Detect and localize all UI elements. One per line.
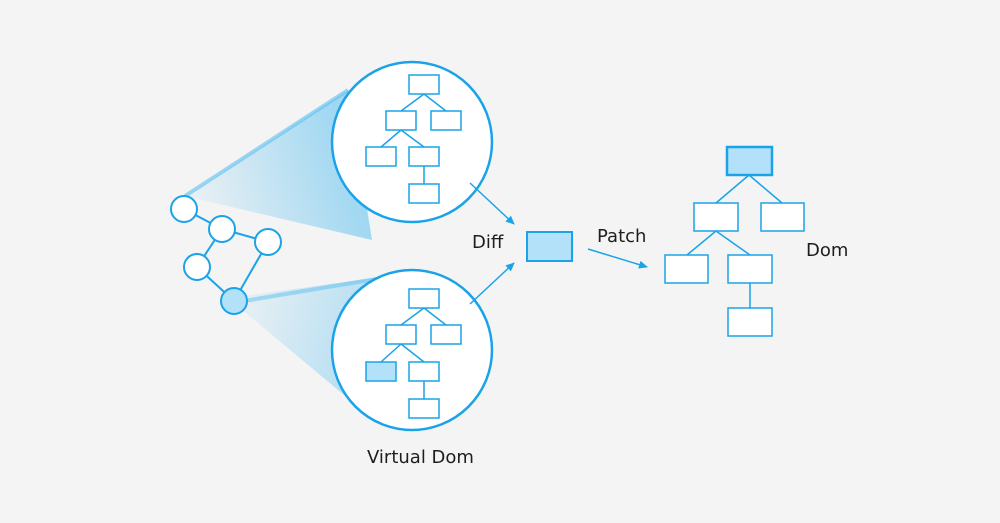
tree-node: [408, 398, 440, 419]
virtual-dom-label: Virtual Dom: [367, 447, 474, 468]
tree-node: [408, 74, 440, 95]
tree-node: [408, 288, 440, 309]
tree-node: [430, 324, 462, 345]
dom-node: [727, 307, 773, 337]
diff-label: Diff: [472, 232, 504, 253]
component-graph: [170, 195, 282, 315]
tree-node-changed: [365, 361, 397, 382]
cone-edge-top: [183, 88, 350, 198]
dom-node-patched: [725, 145, 774, 177]
real-dom-tree: [664, 145, 805, 337]
graph-node: [254, 228, 282, 256]
virtual-dom-tree-new: [330, 268, 494, 432]
dom-node: [727, 254, 773, 284]
tree-node: [408, 146, 440, 167]
graph-node-highlighted: [220, 287, 248, 315]
arrow-old-to-diff: [469, 182, 515, 225]
graph-node: [183, 253, 211, 281]
virtual-dom-tree-old: [330, 60, 494, 224]
graph-node: [170, 195, 198, 223]
projection-cone-top: [185, 90, 372, 240]
tree-node: [385, 324, 417, 345]
dom-node: [693, 202, 739, 232]
tree-node: [430, 110, 462, 131]
tree-lens-top: [330, 60, 494, 224]
patch-label: Patch: [597, 226, 647, 247]
tree-node: [365, 146, 397, 167]
tree-node: [408, 183, 440, 204]
tree-lens-bottom: [330, 268, 494, 432]
dom-node: [664, 254, 709, 284]
arrow-new-to-diff: [469, 262, 515, 305]
dom-node: [760, 202, 805, 232]
dom-label: Dom: [806, 240, 849, 261]
diff-result-box: [526, 231, 573, 262]
tree-node: [408, 361, 440, 382]
patch-arrow: [587, 248, 648, 269]
graph-node: [208, 215, 236, 243]
tree-node: [385, 110, 417, 131]
